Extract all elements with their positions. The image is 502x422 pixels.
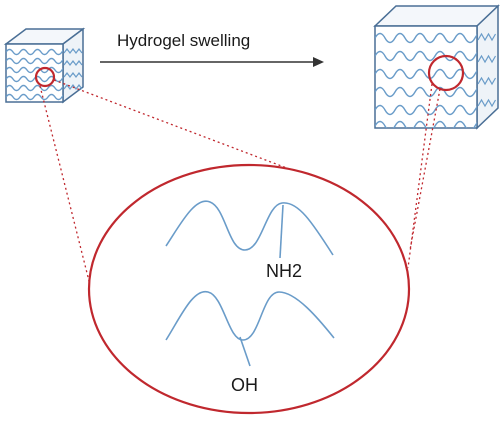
hydroxyl-pendant-bond	[239, 336, 251, 367]
amine-pendant-bond	[279, 204, 284, 259]
swelling-arrow	[100, 57, 324, 67]
large-cube-highlight-circle	[427, 54, 465, 92]
swelling-arrow-label: Hydrogel swelling	[117, 31, 250, 50]
guide-line-small-left	[39, 85, 91, 286]
small-cube-polymer-chains	[6, 48, 63, 101]
amine-group-label: NH2	[266, 261, 302, 281]
guide-line-large-right	[409, 88, 441, 251]
large-cube-side-chains	[477, 32, 497, 108]
guide-line-small-right	[53, 79, 293, 171]
small-hydrogel-cube	[3, 27, 86, 104]
guide-line-large-left	[407, 83, 433, 269]
large-hydrogel-cube	[373, 4, 500, 130]
large-cube-side-face	[476, 4, 499, 130]
small-cube-side-chains	[63, 48, 83, 90]
zoom-ellipse: NH2 OH	[87, 163, 411, 415]
zoom-ellipse-outline	[87, 163, 411, 415]
zoom-guide-lines	[39, 79, 441, 286]
polymer-chain-hydroxyl	[165, 291, 335, 341]
polymer-chain-amine	[165, 200, 334, 256]
small-cube-front-face	[5, 43, 64, 103]
small-cube-highlight-circle	[34, 66, 56, 88]
hydroxyl-group-label: OH	[231, 375, 258, 395]
